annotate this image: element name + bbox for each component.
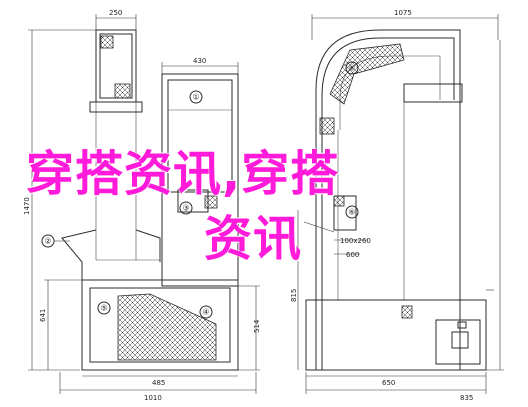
dim-height-right: 815 xyxy=(290,40,504,371)
dim-label-835: 835 xyxy=(460,394,473,402)
callout-1: ① xyxy=(192,93,199,102)
dim-height-left: 1470 xyxy=(23,29,96,371)
port-offset-label: 600 xyxy=(346,251,359,259)
dim-label-1010: 1010 xyxy=(144,394,162,402)
callout-6: ⑥ xyxy=(348,64,355,73)
dim-height-lower-mid: 514 xyxy=(238,285,261,371)
dim-top-left: 250 xyxy=(95,9,137,30)
callout-5: ⑤ xyxy=(100,304,107,313)
dim-label-815: 815 xyxy=(290,289,298,302)
dim-label-1075: 1075 xyxy=(394,9,412,17)
dim-label-650: 650 xyxy=(382,379,395,387)
dim-bottom-left: 485 1010 xyxy=(59,372,257,402)
dim-bottom-right: 650 835 xyxy=(305,372,487,402)
dim-label-1470: 1470 xyxy=(23,197,31,215)
dim-label-514: 514 xyxy=(253,319,261,333)
front-view: 250 430 ① ③ 1470 xyxy=(23,9,261,402)
dim-height-lower-left: 641 xyxy=(39,279,82,370)
side-view: 1075 ⑥ ⑥ 100x260 600 xyxy=(290,9,504,402)
dim-label-641: 641 xyxy=(39,309,47,322)
dim-label-250: 250 xyxy=(109,9,122,17)
callout-2: ② xyxy=(44,237,51,246)
callout-6b: ⑥ xyxy=(348,208,355,217)
port-size-label: 100x260 xyxy=(340,237,371,245)
dim-top-mid: 430 xyxy=(161,57,239,74)
overlay-text-line-2: 资讯 xyxy=(204,211,303,267)
callout-4: ④ xyxy=(202,308,209,317)
dim-label-430: 430 xyxy=(193,57,206,65)
dim-top-right: 1075 xyxy=(311,9,499,40)
port-annotation: 100x260 600 xyxy=(303,221,371,259)
dim-label-485: 485 xyxy=(152,379,165,387)
callout-3: ③ xyxy=(182,204,189,213)
overlay-text-line-1: 穿搭资讯,穿搭 xyxy=(26,146,340,202)
